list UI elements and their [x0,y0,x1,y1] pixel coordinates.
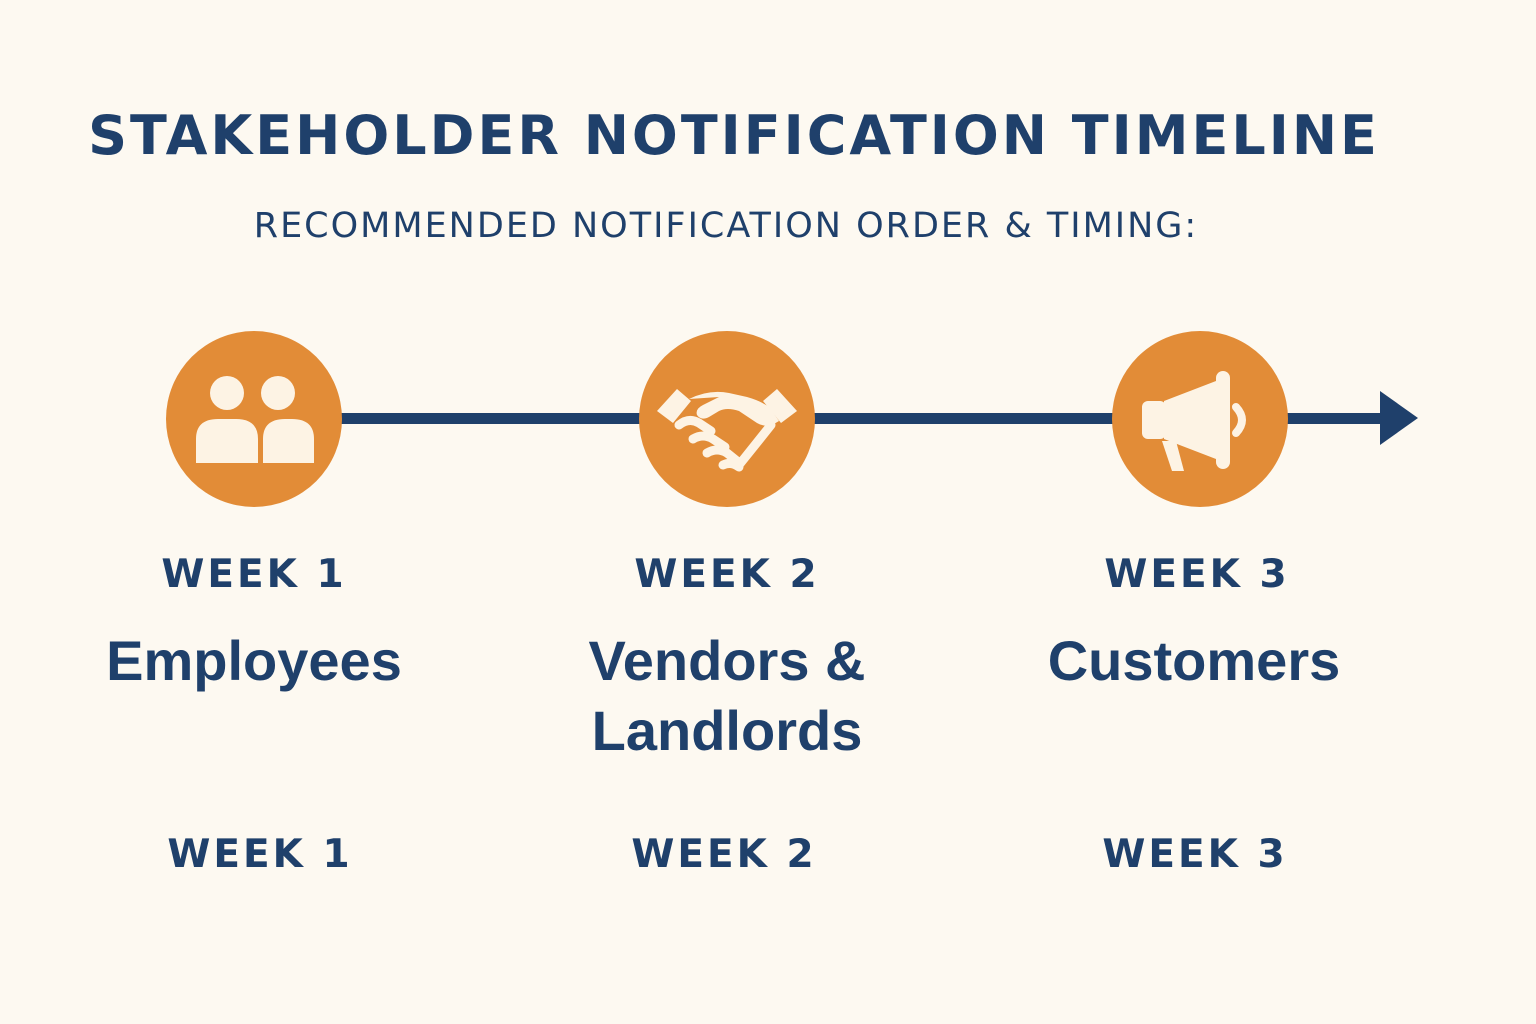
stage-1-week: WEEK 1 [161,552,347,597]
stage-2-week: WEEK 2 [634,552,820,597]
stage-2-stakeholder-line2: Landlords [591,699,863,762]
handshake-icon [657,389,797,472]
stage-3-week: WEEK 3 [1104,552,1290,597]
stage-2-node [639,331,815,507]
page-subtitle: RECOMMENDED NOTIFICATION ORDER & TIMING: [253,206,1199,246]
stage-3-stakeholder-line1: Customers [1047,629,1341,692]
stage-3-node [1112,331,1288,507]
megaphone-icon [1142,371,1246,471]
stage-2-stakeholder: Vendors & Landlords [537,626,917,766]
stage-1-bottom-week: WEEK 1 [167,832,353,877]
stage-1-node [166,331,342,507]
stage-1-stakeholder: Employees [64,626,444,696]
timeline-arrowhead [1380,391,1418,445]
people-icon [196,376,314,463]
stage-2-stakeholder-line1: Vendors & [588,629,866,692]
stage-3-stakeholder: Customers [1004,626,1384,696]
timeline-line [330,413,1388,424]
page-title: STAKEHOLDER NOTIFICATION TIMELINE [88,104,1380,167]
stage-2-bottom-week: WEEK 2 [631,832,817,877]
stage-1-stakeholder-line1: Employees [106,629,402,692]
stage-3-bottom-week: WEEK 3 [1102,832,1288,877]
